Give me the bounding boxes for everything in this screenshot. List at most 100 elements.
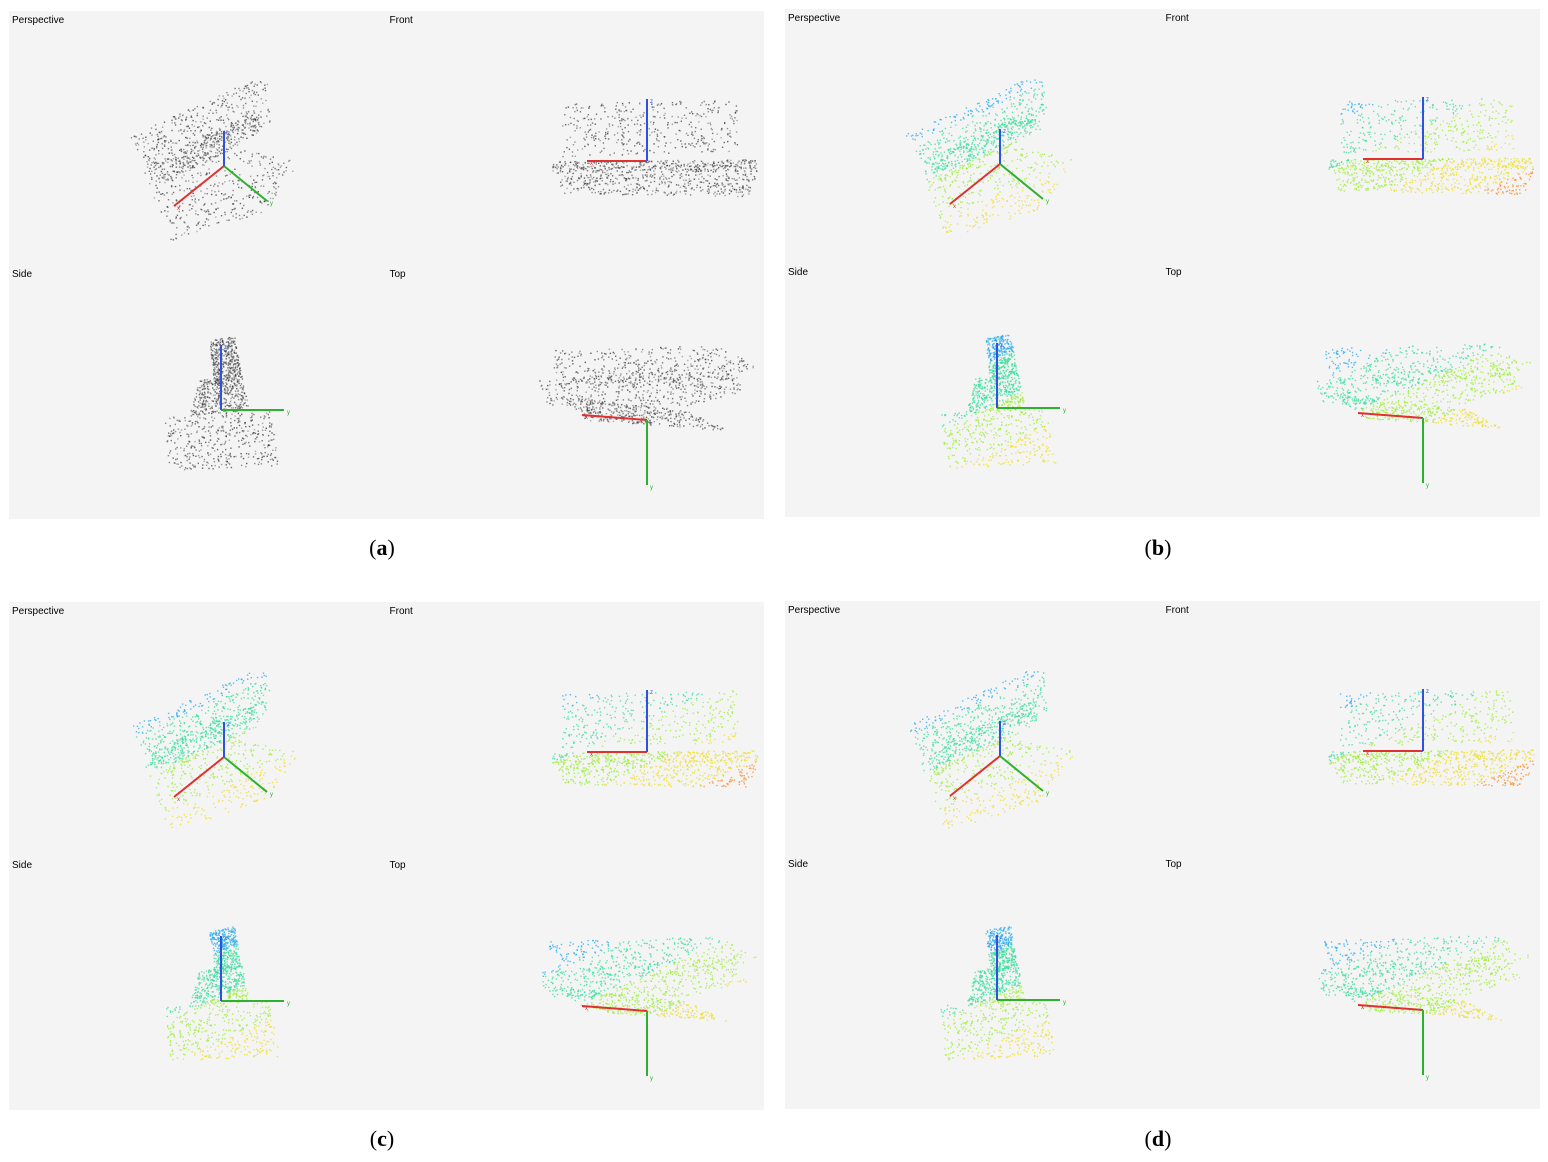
- front-cloud: xz: [1328, 97, 1534, 195]
- axis-z-label: z: [1426, 689, 1429, 695]
- axis-z-label: z: [1000, 343, 1003, 349]
- point-cloud-band: [921, 736, 1073, 829]
- point-cloud-band: [538, 366, 741, 407]
- point-cloud-band: [929, 702, 1038, 776]
- axis-x-label: x: [1361, 1005, 1364, 1011]
- point-cloud-band: [165, 411, 279, 471]
- point-cloud-band: [559, 173, 756, 198]
- axis-y-line: [999, 755, 1044, 792]
- axis-y-label: y: [270, 201, 273, 207]
- top-cloud: xy: [538, 346, 754, 491]
- point-cloud-band: [1339, 690, 1514, 747]
- viewport-perspective: Perspective x y z: [785, 9, 1163, 263]
- point-cloud-band: [1324, 343, 1531, 385]
- axis-x-line: [949, 163, 1001, 205]
- point-cloud-band: [1334, 763, 1534, 787]
- point-cloud-band: [551, 750, 758, 766]
- point-cloud-band: [1340, 98, 1514, 154]
- viewport-label: Front: [389, 606, 413, 617]
- axis-z-label: z: [650, 99, 653, 105]
- axis-x-line: [581, 1005, 647, 1012]
- axis-x-label: x: [590, 752, 593, 758]
- point-cloud-band: [166, 1001, 279, 1061]
- axis-x-line: [581, 414, 647, 421]
- point-cloud-band: [985, 926, 1018, 975]
- axis-x-label: x: [1366, 751, 1369, 757]
- point-cloud-band: [133, 672, 271, 762]
- axis-y-label: y: [650, 485, 653, 491]
- point-cloud-band: [558, 764, 756, 788]
- axis-z-label: z: [1003, 129, 1006, 135]
- point-cloud-band: [548, 936, 757, 978]
- viewport-side: Side y z: [9, 856, 387, 1110]
- axis-x-line: [949, 755, 1001, 797]
- point-cloud-band: [151, 706, 260, 775]
- point-cloud-band: [153, 112, 263, 183]
- caption-letter: a: [376, 535, 388, 560]
- point-cloud-band: [561, 690, 738, 748]
- axis-z-label: z: [224, 936, 227, 942]
- point-cloud-band: [190, 373, 249, 416]
- viewport-label: Perspective: [12, 606, 65, 617]
- viewport-label: Side: [12, 269, 33, 280]
- point-cloud-band: [553, 346, 754, 387]
- perspective-cloud: xyz: [910, 671, 1073, 829]
- side-cloud: yz: [165, 336, 290, 471]
- viewport-label: Front: [1165, 605, 1189, 616]
- point-cloud-band: [541, 956, 747, 998]
- point-cloud-band: [1336, 985, 1502, 1021]
- axis-x-label: x: [953, 204, 956, 210]
- axis-y-label: y: [1046, 199, 1049, 205]
- caption-b: (b): [1144, 535, 1172, 560]
- viewport-label: Side: [12, 860, 33, 871]
- axis-z-label: z: [227, 131, 230, 137]
- axis-y-label: y: [1426, 1075, 1429, 1081]
- perspective-cloud: xyz: [130, 81, 294, 241]
- axis-y-label: y: [287, 410, 290, 416]
- point-cloud-band: [1328, 157, 1534, 172]
- axis-x-label: x: [585, 415, 588, 421]
- point-cloud-band: [1334, 171, 1533, 195]
- side-cloud: yz: [940, 926, 1066, 1061]
- axis-x-label: x: [1366, 159, 1369, 165]
- caption-d: (d): [1144, 1126, 1172, 1151]
- side-cloud: yz: [941, 334, 1066, 469]
- viewport-label: Top: [1165, 859, 1182, 870]
- front-cloud: xz: [1328, 689, 1534, 787]
- point-cloud-band: [926, 110, 1041, 182]
- axis-z-label: z: [227, 722, 230, 728]
- caption-letter: d: [1151, 1126, 1165, 1151]
- axis-z-label: z: [650, 690, 653, 696]
- front-cloud: xz: [551, 690, 758, 788]
- viewport-label: Perspective: [788, 13, 841, 24]
- axis-x-label: x: [585, 1006, 588, 1012]
- axis-y-line: [999, 163, 1044, 200]
- axis-y-label: y: [287, 1001, 290, 1007]
- axis-y-label: y: [1063, 1000, 1066, 1006]
- point-cloud-band: [985, 334, 1018, 384]
- point-cloud-band: [1323, 935, 1529, 977]
- axis-x-line: [173, 165, 225, 207]
- point-cloud-band: [906, 79, 1047, 165]
- point-cloud-band: [1328, 749, 1534, 765]
- axis-x-label: x: [177, 797, 180, 803]
- top-cloud: xy: [541, 936, 757, 1082]
- top-cloud: xy: [1318, 935, 1529, 1081]
- point-cloud-band: [560, 987, 726, 1022]
- axis-y-label: y: [1046, 791, 1049, 797]
- axis-x-label: x: [590, 161, 593, 167]
- viewport-label: Perspective: [12, 15, 65, 26]
- axis-y-line: [223, 165, 268, 202]
- axis-x-label: x: [1361, 413, 1364, 419]
- viewport-label: Side: [788, 859, 809, 870]
- point-cloud-band: [941, 408, 1057, 469]
- axis-y-label: y: [1063, 408, 1066, 414]
